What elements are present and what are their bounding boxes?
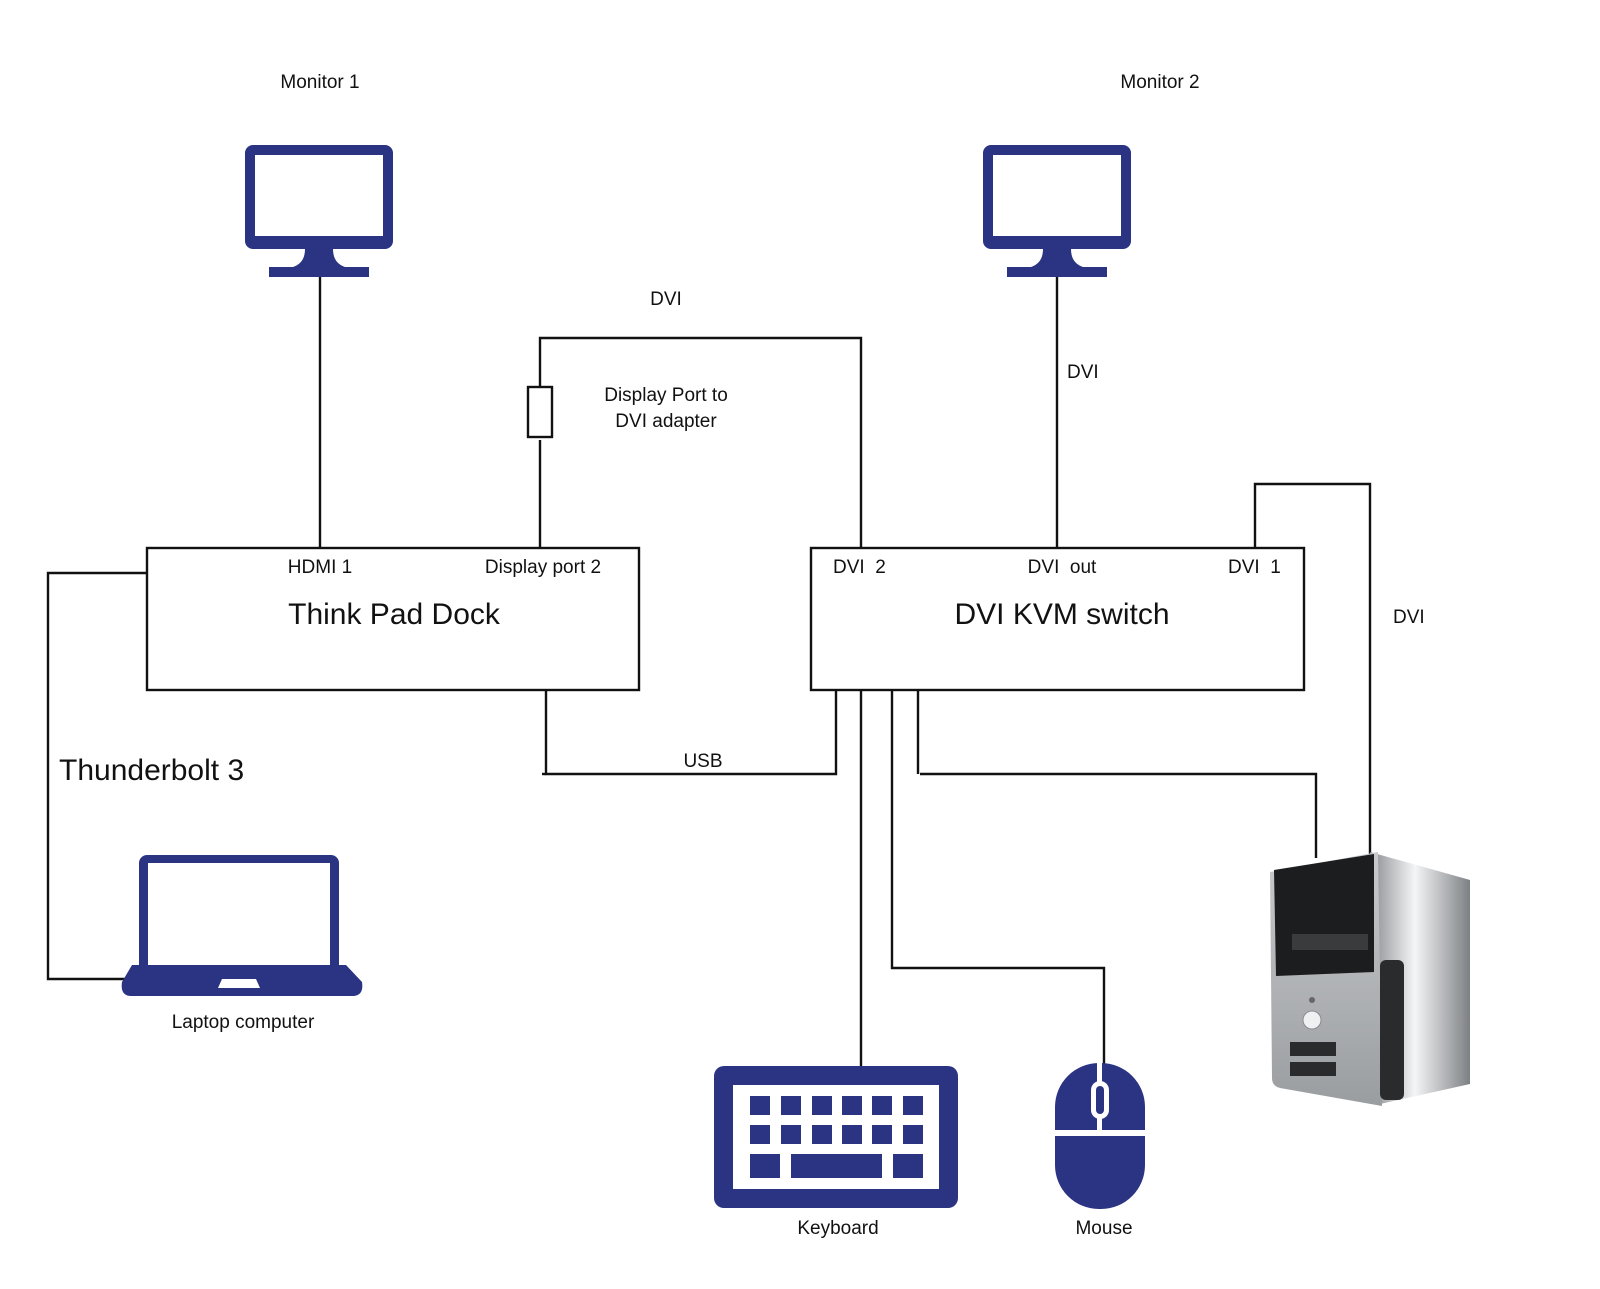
kvm-switch-box	[809, 546, 1306, 692]
mouse-icon	[1055, 1063, 1145, 1209]
dock-port-dp2: Display port 2	[484, 557, 602, 578]
monitor1-label: Monitor 1	[280, 72, 360, 93]
dvi-desktop-label: DVI	[1393, 607, 1425, 628]
kvm-port-dvi1: DVI 1	[1228, 557, 1281, 578]
monitor-icon	[245, 145, 393, 277]
wire-mouse	[890, 690, 1106, 1066]
adapter-label-line2: DVI adapter	[615, 411, 717, 432]
mouse-label: Mouse	[1075, 1218, 1133, 1239]
connection-lines	[46, 270, 1372, 1066]
keyboard-label: Keyboard	[797, 1218, 879, 1239]
keyboard-icon	[714, 1066, 958, 1208]
laptop-icon	[121, 855, 363, 996]
wire-desktop-usb-b	[920, 772, 1318, 858]
wire-desktop-kvm1	[1253, 482, 1372, 856]
dvi-top-label: DVI	[650, 289, 682, 310]
kvm-port-dvi-out: DVI out	[1027, 557, 1097, 578]
laptop-label: Laptop computer	[171, 1012, 315, 1033]
dvi-monitor2-label: DVI	[1067, 362, 1099, 383]
dock-title: Think Pad Dock	[288, 598, 500, 631]
wire-thunderbolt	[46, 571, 150, 981]
usb-label: USB	[683, 751, 723, 772]
kvm-port-dvi2: DVI 2	[833, 557, 886, 578]
thunderbolt-label: Thunderbolt 3	[59, 754, 245, 787]
desktop-tower-icon	[1270, 852, 1470, 1106]
dp-dvi-adapter	[526, 385, 554, 439]
monitor-icon	[983, 145, 1131, 277]
kvm-title: DVI KVM switch	[954, 598, 1170, 631]
dock-port-hdmi1: HDMI 1	[287, 557, 353, 578]
monitor2-label: Monitor 2	[1120, 72, 1200, 93]
wire-dvi-to-kvm2	[538, 336, 863, 548]
thinkpad-dock-box	[145, 546, 641, 692]
wire-usb	[544, 690, 838, 776]
adapter-label-line1: Display Port to	[604, 385, 728, 406]
